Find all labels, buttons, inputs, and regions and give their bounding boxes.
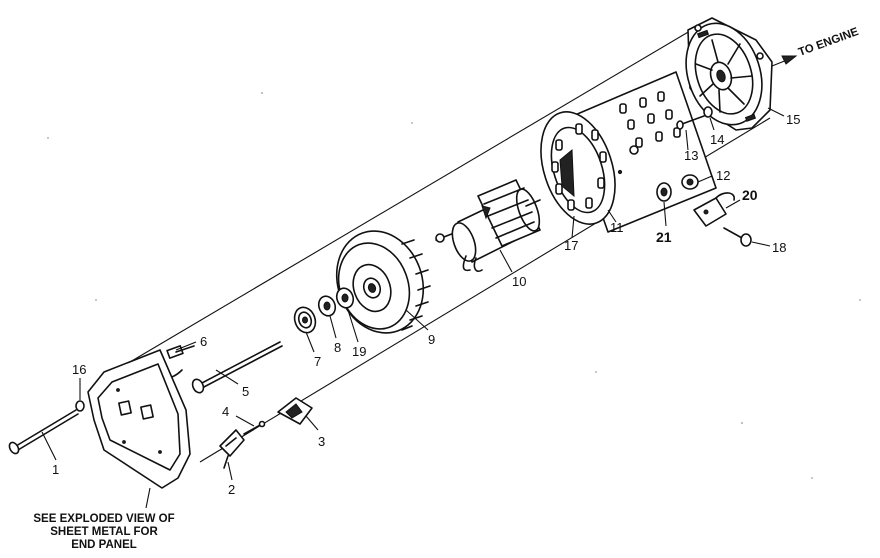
- callout-3: 3: [318, 434, 325, 449]
- callout-17: 17: [564, 238, 578, 253]
- end-panel: [87, 349, 191, 489]
- to-engine-label: TO ENGINE: [797, 26, 861, 59]
- engine-adapter-housing: [685, 17, 773, 131]
- callout-14: 14: [710, 132, 724, 147]
- end-panel-note: SEE EXPLODED VIEW OF SHEET METAL FOR END…: [33, 513, 174, 551]
- callout-9: 9: [428, 332, 435, 347]
- callout-1: 1: [52, 462, 59, 477]
- washer-19: [335, 287, 355, 309]
- scan-noise: [47, 92, 861, 479]
- brush-holder: [219, 429, 245, 469]
- through-bolt: [191, 341, 283, 394]
- end-panel-note-line-3: END PANEL: [71, 539, 137, 551]
- stud-13: [676, 115, 705, 130]
- callout-12: 12: [716, 168, 730, 183]
- callout-21: 21: [656, 229, 672, 245]
- leader-lines: [41, 107, 785, 509]
- stator-cooling-slots: [551, 91, 681, 211]
- stator-housing: [540, 71, 717, 233]
- bolt-18: [723, 227, 752, 247]
- screw-4: [243, 420, 266, 435]
- terminal-block: [277, 397, 313, 425]
- callout-15: 15: [786, 112, 800, 127]
- callout-labels: 1 16 2 3 4 5 6 7 8 19 9 10 17 11 21 12 1…: [52, 112, 800, 497]
- end-panel-note-line-1: SEE EXPLODED VIEW OF: [33, 513, 174, 525]
- lock-washer-16: [75, 400, 85, 412]
- callout-20: 20: [742, 187, 758, 203]
- callout-2: 2: [228, 482, 235, 497]
- washer-8: [317, 295, 337, 317]
- blower-fan: [335, 230, 431, 334]
- panel-bolt: [8, 409, 79, 455]
- nut-12: [681, 174, 699, 190]
- washer-7: [293, 306, 317, 334]
- bearing-21: [656, 182, 672, 202]
- callout-4: 4: [222, 404, 229, 419]
- bracket-20: [693, 192, 735, 227]
- callout-19: 19: [352, 344, 366, 359]
- callout-8: 8: [334, 340, 341, 355]
- callout-16: 16: [72, 362, 86, 377]
- end-panel-note-line-2: SHEET METAL FOR: [50, 526, 158, 538]
- to-engine-arrow: [771, 55, 798, 67]
- callout-7: 7: [314, 354, 321, 369]
- rotor-assembly: [435, 179, 541, 273]
- callout-18: 18: [772, 240, 786, 255]
- callout-6: 6: [200, 334, 207, 349]
- callout-10: 10: [512, 274, 526, 289]
- washer-14: [703, 106, 713, 118]
- callout-13: 13: [684, 148, 698, 163]
- callout-5: 5: [242, 384, 249, 399]
- callout-11: 11: [610, 220, 624, 235]
